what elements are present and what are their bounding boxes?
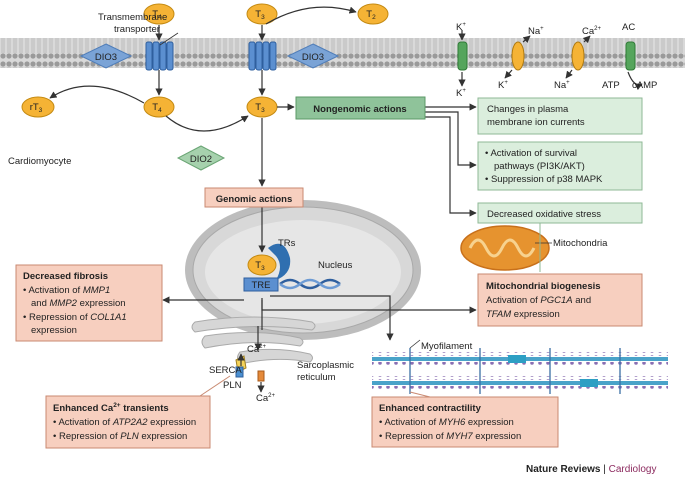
enhanced-ca-transients-box: Enhanced Ca2+ transients • Activation of… xyxy=(45,395,211,449)
camp-label: cAMP xyxy=(632,80,657,91)
mitochondrial-biogenesis-box: Mitochondrial biogenesis Activation of P… xyxy=(477,273,643,327)
k-label-top: K+ xyxy=(456,22,466,33)
enhanced-contractility-box: Enhanced contractility • Activation of M… xyxy=(371,396,559,448)
mitochondria-label: Mitochondria xyxy=(553,238,608,249)
ac-label: AC xyxy=(622,22,635,33)
svg-text:T4: T4 xyxy=(152,102,162,114)
sarcoplasmic-reticulum xyxy=(191,316,316,365)
oxidative-stress-box: Decreased oxidative stress xyxy=(477,202,643,224)
survival-pathways-box: • Activation of survival pathways (PI3K/… xyxy=(477,141,643,191)
svg-text:• Repression of COL1A1: • Repression of COL1A1 xyxy=(23,312,127,323)
ca-label-cytosol: Ca2+ xyxy=(256,393,275,404)
svg-text:Mitochondrial biogenesis: Mitochondrial biogenesis xyxy=(486,281,601,292)
svg-text:TFAM expression: TFAM expression xyxy=(486,309,560,320)
svg-text:Changes in plasma: Changes in plasma xyxy=(487,104,569,115)
ca-release-channel xyxy=(257,370,265,382)
decreased-fibrosis-box: Decreased fibrosis • Activation of MMP1 … xyxy=(15,264,163,342)
nucleus-label: Nucleus xyxy=(318,260,353,271)
svg-text:Enhanced Ca2+ transients: Enhanced Ca2+ transients xyxy=(53,402,169,414)
nongenomic-actions-box: Nongenomic actions xyxy=(295,96,426,120)
svg-text:T2: T2 xyxy=(366,9,376,21)
svg-text:DIO3: DIO3 xyxy=(95,52,117,63)
na-ca-exchanger xyxy=(571,41,585,71)
svg-text:T3: T3 xyxy=(255,260,265,272)
adenylyl-cyclase xyxy=(625,41,636,71)
svg-text:• Activation of MYH6 expressio: • Activation of MYH6 expression xyxy=(379,417,514,428)
dio3-right: DIO3 xyxy=(286,43,340,69)
k-label-bottom: K+ xyxy=(456,88,466,99)
svg-text:Activation of PGC1A and: Activation of PGC1A and xyxy=(486,295,591,306)
svg-text:Genomic actions: Genomic actions xyxy=(216,194,293,205)
dio2: DIO2 xyxy=(176,145,226,171)
t4-intracellular: T4 xyxy=(143,96,175,118)
ca-label-exchanger: Ca2+ xyxy=(582,26,601,37)
svg-text:pathways (PI3K/AKT): pathways (PI3K/AKT) xyxy=(494,161,585,172)
svg-text:• Activation of MMP1: • Activation of MMP1 xyxy=(23,285,110,296)
t4-extracellular: T4 xyxy=(143,3,175,25)
svg-text:• Activation of ATP2A2 express: • Activation of ATP2A2 expression xyxy=(53,417,196,428)
sr-label-line1: Sarcoplasmic xyxy=(297,360,354,371)
svg-text:• Repression of PLN expression: • Repression of PLN expression xyxy=(53,431,187,442)
svg-text:rT3: rT3 xyxy=(30,102,43,114)
journal-footer: Nature Reviews | Cardiology xyxy=(526,464,656,475)
transmembrane-transporter-right xyxy=(248,41,277,71)
svg-text:DIO2: DIO2 xyxy=(190,154,212,165)
dna-helix xyxy=(279,278,341,290)
svg-text:• Activation of survival: • Activation of survival xyxy=(485,148,577,159)
pln-label: PLN xyxy=(223,380,242,391)
svg-text:Nongenomic actions: Nongenomic actions xyxy=(313,104,406,115)
k-channel xyxy=(457,41,468,71)
svg-text:• Repression of MYH7 expressio: • Repression of MYH7 expression xyxy=(379,431,521,442)
serca-label: SERCA xyxy=(209,365,242,376)
svg-text:membrane ion currents: membrane ion currents xyxy=(487,117,585,128)
ion-currents-box: Changes in plasma membrane ion currents xyxy=(477,97,643,135)
svg-text:Decreased oxidative stress: Decreased oxidative stress xyxy=(487,209,601,220)
rt3: rT3 xyxy=(21,96,55,118)
atp-label: ATP xyxy=(602,80,620,91)
na-label-exchanger: Na+ xyxy=(554,80,570,91)
svg-text:• Suppression of p38 MAPK: • Suppression of p38 MAPK xyxy=(485,174,603,185)
mitochondrion xyxy=(460,225,550,271)
myofilament xyxy=(372,348,668,394)
na-k-pump xyxy=(511,41,525,71)
svg-text:and MMP2 expression: and MMP2 expression xyxy=(31,298,126,309)
dio3-left: DIO3 xyxy=(79,43,133,69)
svg-text:T3: T3 xyxy=(255,9,265,21)
t3-extracellular: T3 xyxy=(246,3,278,25)
thyroid-hormone-receptor: T3 xyxy=(247,243,291,280)
svg-text:DIO3: DIO3 xyxy=(302,52,324,63)
na-label-pump: Na+ xyxy=(528,26,544,37)
transporter-label-line1: Transmembrane xyxy=(98,12,167,23)
nucleus xyxy=(185,200,421,340)
svg-text:Enhanced contractility: Enhanced contractility xyxy=(379,403,482,414)
t3-intracellular: T3 xyxy=(246,96,278,118)
svg-text:T3: T3 xyxy=(255,102,265,114)
sr-label-line2: reticulum xyxy=(297,372,336,383)
k-label-pump: K+ xyxy=(498,80,508,91)
transporter-label-line2: transporter xyxy=(114,24,160,35)
cardiomyocyte-label: Cardiomyocyte xyxy=(8,156,71,167)
tre: TRE xyxy=(243,277,279,292)
svg-text:TRE: TRE xyxy=(252,280,271,291)
svg-text:T4: T4 xyxy=(152,9,162,21)
transmembrane-transporter-left xyxy=(145,41,174,71)
t2: T2 xyxy=(357,3,389,25)
ca-label-sr: Ca2+ xyxy=(247,344,266,355)
pln xyxy=(235,366,244,378)
trs-label: TRs xyxy=(278,238,296,249)
myofilament-label: Myofilament xyxy=(421,341,473,352)
genomic-actions-box: Genomic actions xyxy=(204,187,304,208)
svg-text:expression: expression xyxy=(31,325,77,336)
svg-text:Decreased fibrosis: Decreased fibrosis xyxy=(23,271,108,282)
